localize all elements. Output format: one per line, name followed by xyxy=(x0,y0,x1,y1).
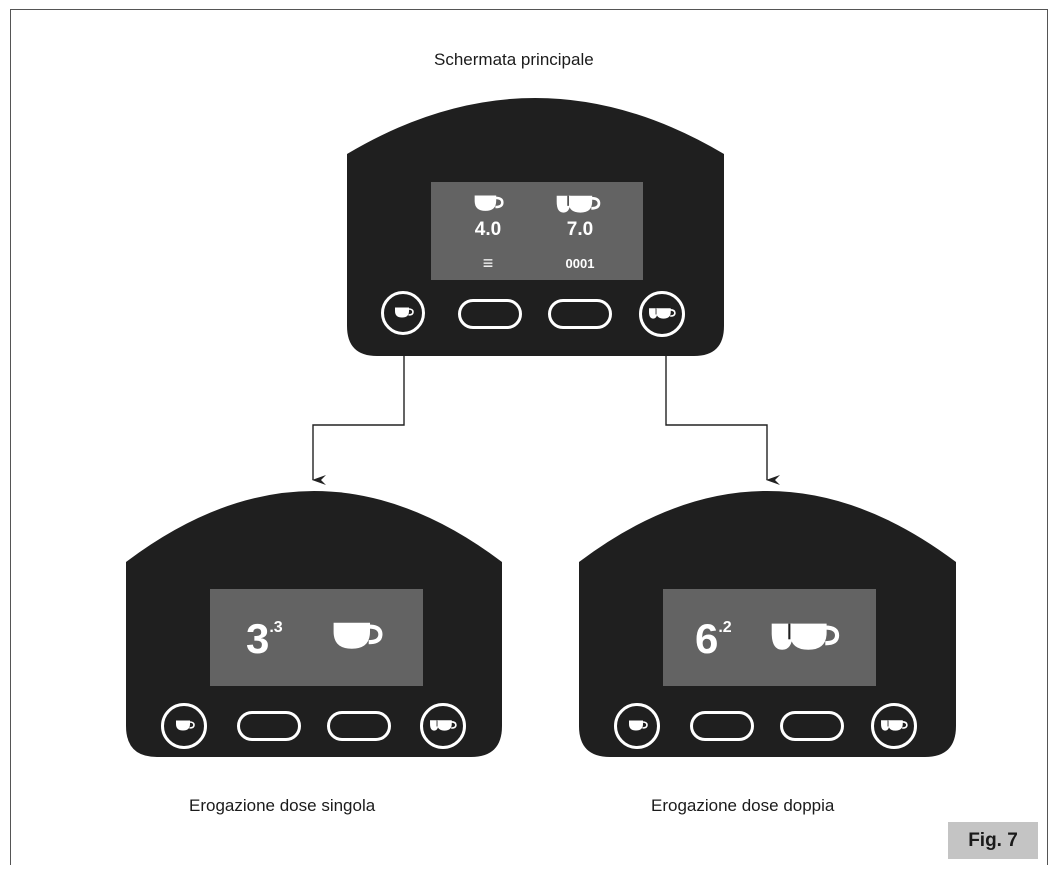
dispensing-value: 3.3 xyxy=(246,615,326,663)
double-dose-button[interactable] xyxy=(420,703,466,749)
frame-right-line xyxy=(1047,9,1048,865)
function-button-2[interactable] xyxy=(780,711,844,741)
dispensing-integer: 6 xyxy=(695,615,719,662)
double-cup-icon xyxy=(429,719,459,733)
function-button-2[interactable] xyxy=(548,299,612,329)
control-panel-main: 4.0 7.0 ≡ 0001 xyxy=(347,98,724,356)
counter-value: 0001 xyxy=(565,256,595,271)
control-panel-single-dose: 3.3 xyxy=(126,488,502,757)
single-cup-icon xyxy=(628,719,648,733)
function-button-2[interactable] xyxy=(327,711,391,741)
single-dose-button[interactable] xyxy=(381,291,425,335)
single-cup-icon xyxy=(331,620,383,654)
double-cup-icon xyxy=(767,621,847,655)
double-cup-icon xyxy=(880,719,910,733)
display-screen: 6.2 xyxy=(663,589,876,686)
menu-icon: ≡ xyxy=(482,253,494,273)
frame-left-line xyxy=(10,9,11,865)
function-button-1[interactable] xyxy=(458,299,522,329)
caption-double-dose: Erogazione dose doppia xyxy=(651,796,835,815)
double-dose-button[interactable] xyxy=(639,291,685,337)
caption-single-dose: Erogazione dose singola xyxy=(189,796,376,815)
dispensing-integer: 3 xyxy=(246,615,270,662)
figure-label: Fig. 7 xyxy=(948,822,1038,859)
function-button-1[interactable] xyxy=(237,711,301,741)
frame-top-line xyxy=(10,9,1048,10)
dispensing-decimal: .2 xyxy=(718,619,732,636)
double-dose-button[interactable] xyxy=(871,703,917,749)
arrow-to-double-dose xyxy=(665,355,780,485)
dispensing-decimal: .3 xyxy=(269,619,283,636)
display-screen: 4.0 7.0 ≡ 0001 xyxy=(431,182,643,280)
single-cup-icon xyxy=(394,306,414,320)
double-dose-value: 7.0 xyxy=(566,219,594,240)
display-screen: 3.3 xyxy=(210,589,423,686)
single-dose-button[interactable] xyxy=(161,703,207,749)
control-panel-double-dose: 6.2 xyxy=(579,488,956,757)
single-cup-icon xyxy=(175,719,195,733)
dispensing-value: 6.2 xyxy=(695,615,775,663)
arrow-to-single-dose xyxy=(312,355,405,485)
single-dose-button[interactable] xyxy=(614,703,660,749)
single-cup-icon xyxy=(473,194,504,214)
double-cup-icon xyxy=(555,194,604,216)
single-dose-value: 4.0 xyxy=(474,219,502,240)
caption-main-screen: Schermata principale xyxy=(434,50,594,69)
double-cup-icon xyxy=(648,307,678,321)
function-button-1[interactable] xyxy=(690,711,754,741)
